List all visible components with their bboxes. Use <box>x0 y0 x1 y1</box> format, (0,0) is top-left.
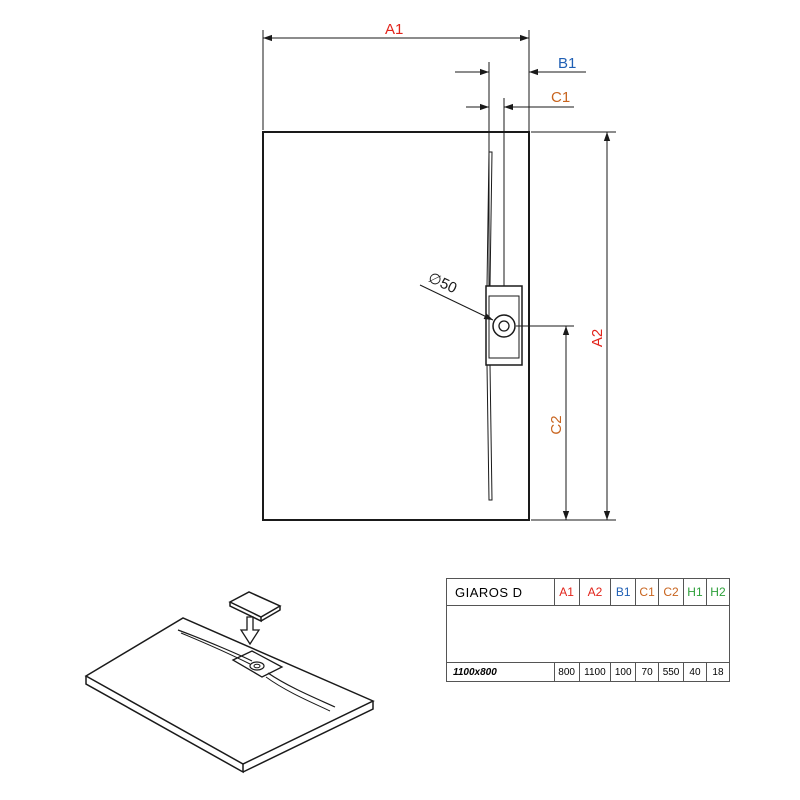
iso-cover <box>228 591 282 618</box>
iso-channel <box>177 629 253 662</box>
table-blank-row <box>446 605 730 663</box>
b1-label: B1 <box>558 55 576 72</box>
value-h1: 40 <box>682 662 707 682</box>
diameter-leader <box>419 284 494 321</box>
specification-table: GIAROS D A1 A2 B1 C1 C2 H1 H2 1100x800 8… <box>446 578 731 682</box>
a1-label: A1 <box>385 21 403 38</box>
header-b1: B1 <box>610 578 637 606</box>
iso-tray-side <box>85 676 244 774</box>
value-h2: 18 <box>705 662 731 682</box>
header-a2: A2 <box>578 578 612 606</box>
table-row: 1100x800 800 1100 100 70 550 40 18 <box>446 662 731 682</box>
value-c2: 550 <box>658 662 684 682</box>
size-cell: 1100x800 <box>446 662 555 682</box>
iso-tray-top <box>84 617 375 765</box>
header-h2: H2 <box>705 578 731 606</box>
diameter-label: ∅50 <box>425 269 459 297</box>
drain-inner-ring <box>498 320 510 332</box>
header-a1: A1 <box>553 578 580 606</box>
c2-label: C2 <box>548 415 565 434</box>
header-c1: C1 <box>635 578 660 606</box>
value-c1: 70 <box>635 662 660 682</box>
drain-slot-lower <box>486 364 493 501</box>
iso-down-arrow <box>239 616 261 646</box>
value-b1: 100 <box>610 662 637 682</box>
a2-label: A2 <box>589 329 606 347</box>
drain-outer-ring <box>492 314 516 338</box>
value-a1: 800 <box>553 662 580 682</box>
header-h1: H1 <box>682 578 707 606</box>
value-a2: 1100 <box>578 662 612 682</box>
drain-box-inner <box>488 295 520 359</box>
model-name: GIAROS D <box>446 578 555 606</box>
iso-drain <box>231 650 284 678</box>
c1-label: C1 <box>551 89 570 106</box>
isometric-view <box>84 591 375 774</box>
header-c2: C2 <box>658 578 684 606</box>
